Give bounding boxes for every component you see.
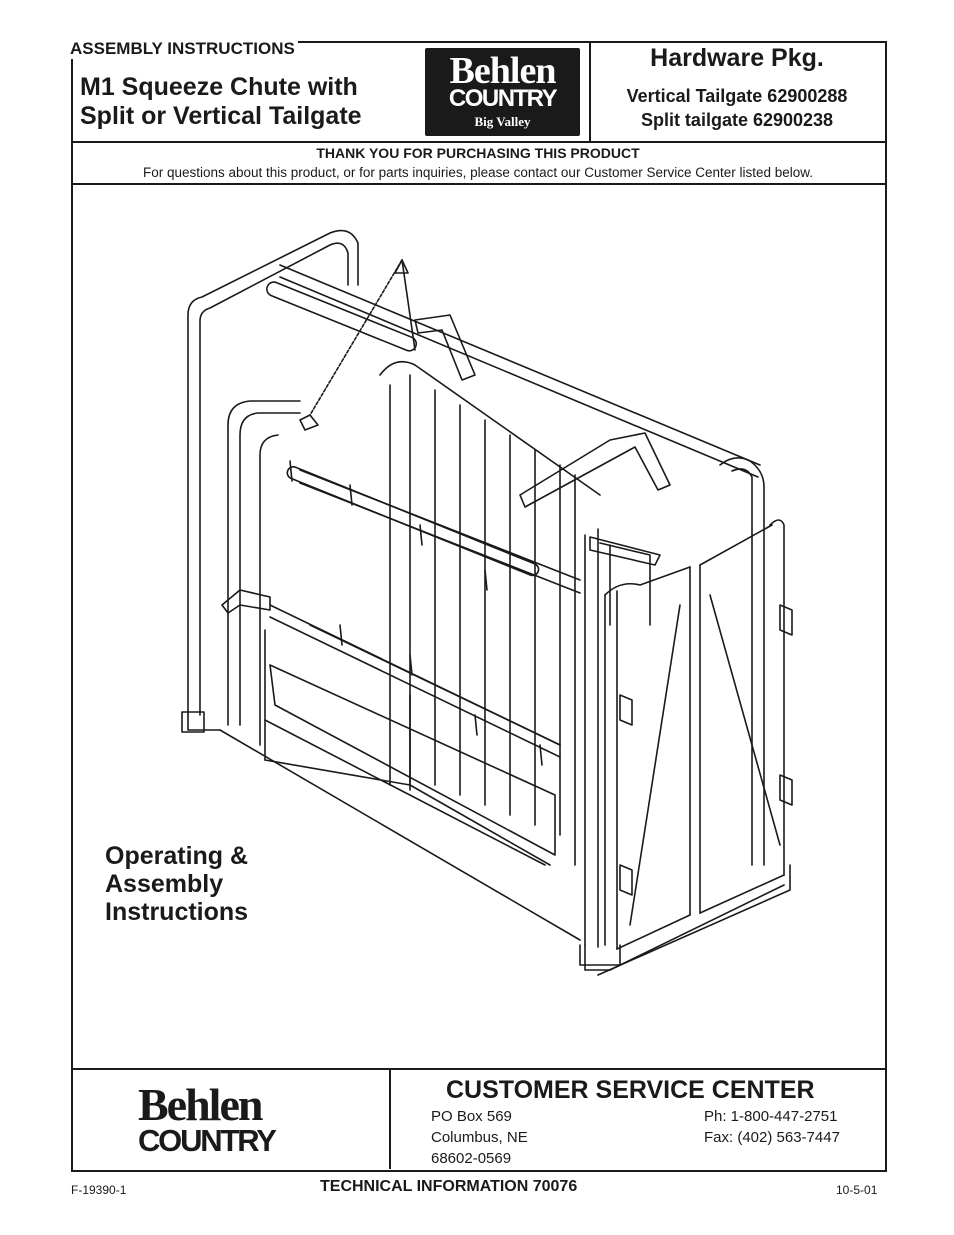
header-divider xyxy=(71,141,885,143)
behlen-country-footer-logo: Behlen COUNTRY xyxy=(138,1082,328,1160)
footer-logo-brand: Behlen xyxy=(138,1079,263,1130)
logo-brand: Behlen xyxy=(449,50,557,92)
page-frame xyxy=(71,41,887,1172)
thanks-heading: THANK YOU FOR PURCHASING THIS PRODUCT xyxy=(316,145,640,161)
logo-big-valley: Big Valley xyxy=(474,114,531,129)
footer-divider xyxy=(71,1068,885,1070)
footer-logo-country: COUNTRY xyxy=(138,1123,277,1158)
customer-service-title: CUSTOMER SERVICE CENTER xyxy=(446,1076,815,1104)
op-title-line-1: Operating & xyxy=(105,842,249,870)
thanks-divider xyxy=(71,183,885,185)
address-line-3: 68602-0569 xyxy=(431,1150,512,1167)
product-title-line-1: M1 Squeeze Chute with xyxy=(80,73,358,101)
hardware-vertical-tailgate: Vertical Tailgate 62900288 xyxy=(626,86,848,106)
product-title: M1 Squeeze Chute with Split or Vertical … xyxy=(80,73,410,131)
hardware-pkg-title: Hardware Pkg. xyxy=(650,44,824,72)
squeeze-chute-illustration xyxy=(181,229,793,976)
logo-country: COUNTRY xyxy=(448,85,558,112)
fax-number: Fax: (402) 563-7447 xyxy=(704,1129,840,1146)
footer-vertical-divider xyxy=(389,1068,391,1169)
technical-information: TECHNICAL INFORMATION 70076 xyxy=(320,1178,578,1195)
document-code: F-19390-1 xyxy=(71,1183,127,1197)
header-vertical-divider xyxy=(589,41,591,141)
document-date: 10-5-01 xyxy=(836,1183,878,1197)
op-title-line-2: Assembly xyxy=(105,870,224,898)
operating-assembly-title: Operating & Assembly Instructions xyxy=(105,842,365,926)
address-line-1: PO Box 569 xyxy=(431,1108,512,1125)
section-label: ASSEMBLY INSTRUCTIONS xyxy=(70,39,298,59)
hardware-split-tailgate: Split tailgate 62900238 xyxy=(640,110,834,130)
behlen-country-logo: Behlen COUNTRY Big Valley xyxy=(425,48,580,136)
product-title-line-2: Split or Vertical Tailgate xyxy=(80,102,362,130)
op-title-line-3: Instructions xyxy=(105,898,249,926)
contact-note: For questions about this product, or for… xyxy=(142,165,814,180)
phone-number: Ph: 1-800-447-2751 xyxy=(704,1108,838,1125)
address-line-2: Columbus, NE xyxy=(431,1129,528,1146)
